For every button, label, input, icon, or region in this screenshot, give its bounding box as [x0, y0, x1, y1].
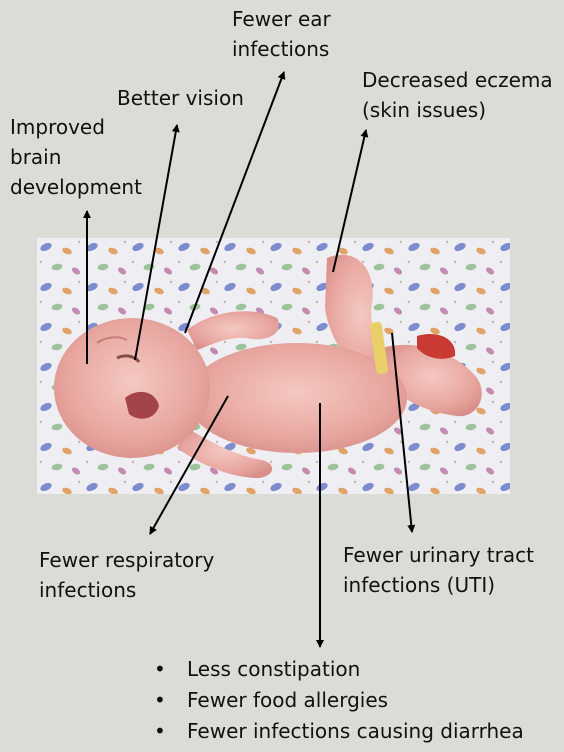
label-improved-brain-development: Improved brain development: [10, 115, 142, 199]
label-fewer-uti: Fewer urinary tract infections (UTI): [343, 543, 534, 597]
baby-photo: [37, 238, 510, 494]
label-decreased-eczema: Decreased eczema (skin issues): [362, 68, 553, 122]
list-item: Fewer food allergies: [150, 685, 524, 716]
label-fewer-ear-infections: Fewer ear infections: [232, 7, 331, 61]
label-better-vision: Better vision: [117, 86, 244, 110]
digestive-benefits-list: Less constipation Fewer food allergies F…: [150, 654, 524, 747]
list-item: Less constipation: [150, 654, 524, 685]
list-item: Fewer infections causing diarrhea: [150, 716, 524, 747]
label-fewer-respiratory-infections: Fewer respiratory infections: [39, 548, 215, 602]
